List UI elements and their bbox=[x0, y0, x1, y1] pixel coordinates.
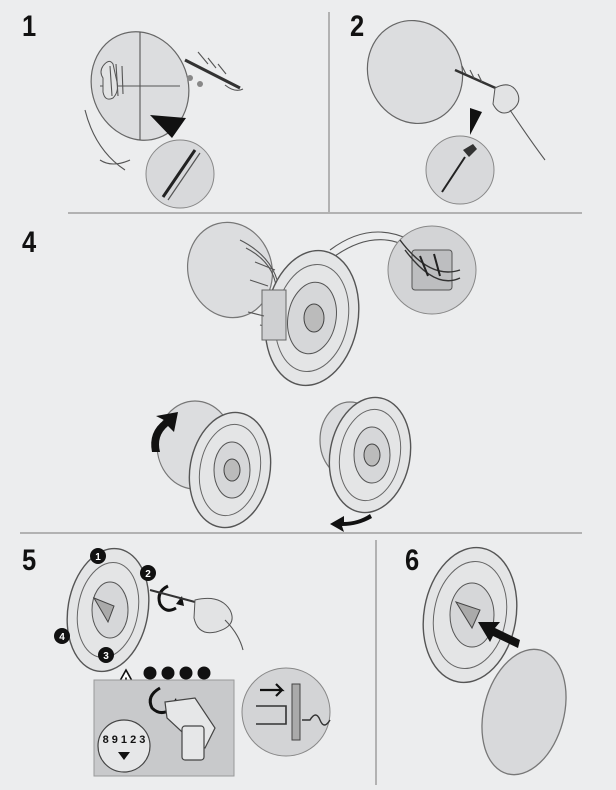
grille-cover bbox=[481, 648, 567, 776]
torque-scale-label: 8 9 1 2 3 bbox=[103, 734, 146, 746]
step-5-tighten-screws: 1 2 3 4 ! 8 9 1 2 3 bbox=[54, 547, 331, 777]
step-number-2: 2 bbox=[350, 10, 365, 43]
screw-marker-1-label: 1 bbox=[95, 552, 101, 563]
step-number-4: 4 bbox=[22, 226, 37, 259]
tweeter bbox=[303, 303, 325, 333]
sequence-dot-3 bbox=[179, 666, 193, 680]
screw-marker-1 bbox=[90, 548, 106, 564]
step-2-detail-circle bbox=[425, 135, 495, 205]
push-arrow-icon bbox=[478, 622, 520, 648]
hand-screwdriver-icon bbox=[193, 597, 233, 634]
rotate-arrow-icon bbox=[151, 412, 178, 452]
clockwise-arrow-icon-panel bbox=[148, 686, 171, 715]
clockwise-arrow-icon bbox=[157, 584, 177, 612]
keyhole-saw-icon bbox=[454, 68, 501, 92]
screw-marker-4 bbox=[54, 628, 70, 644]
step-number-1: 1 bbox=[22, 10, 37, 43]
screwdriver-icon bbox=[149, 589, 196, 603]
turn-arrow-icon bbox=[330, 514, 372, 532]
screw-marker-3 bbox=[98, 647, 114, 663]
step-number-5: 5 bbox=[22, 544, 37, 577]
sequence-dot-1 bbox=[143, 666, 157, 680]
step-4-wiring-and-mounting bbox=[151, 221, 477, 532]
screw-marker-4-label: 4 bbox=[59, 632, 65, 643]
torque-dial bbox=[97, 719, 151, 773]
sequence-dot-2 bbox=[161, 666, 175, 680]
zoom-pointer bbox=[470, 108, 482, 135]
step-6-attach-grille bbox=[422, 546, 567, 776]
step-number-6: 6 bbox=[405, 544, 420, 577]
screw-marker-2 bbox=[140, 565, 156, 581]
sequence-dots bbox=[143, 666, 211, 680]
saw-icon bbox=[184, 58, 241, 90]
arrow-right-icon bbox=[260, 683, 285, 697]
step-2-cut-out bbox=[366, 19, 546, 205]
screw-marker-3-label: 3 bbox=[103, 651, 109, 662]
hand-with-saw-icon bbox=[492, 84, 520, 114]
step-2-cutout-circle bbox=[366, 19, 464, 125]
screwdriver-icon bbox=[463, 144, 477, 157]
sequence-dot-4 bbox=[197, 666, 211, 680]
screw-marker-2-label: 2 bbox=[145, 569, 151, 580]
zoom-pointer bbox=[150, 115, 186, 138]
section-dividers bbox=[20, 12, 582, 785]
step-1-template-tracing bbox=[84, 31, 244, 209]
